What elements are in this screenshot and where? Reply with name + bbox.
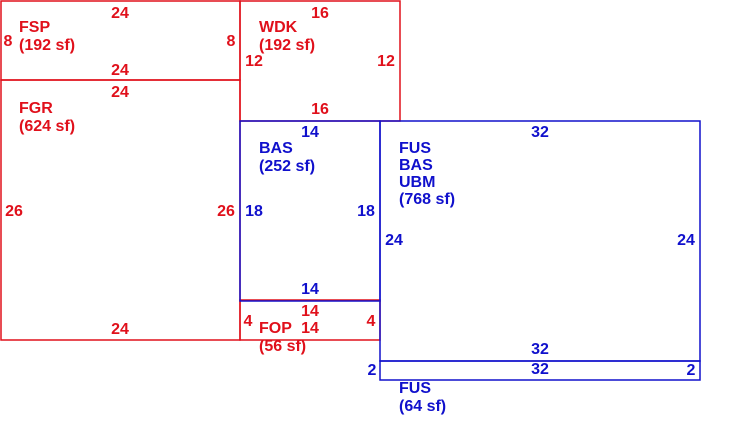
fus-main-left-dim: 24 <box>385 232 403 249</box>
fgr-top-dim: 24 <box>111 84 129 101</box>
fus-main-right-dim: 24 <box>677 232 695 249</box>
fsp-code: FSP <box>19 19 50 36</box>
fus-main-bottom-dim: 32 <box>531 341 549 358</box>
fgr-left-dim: 26 <box>5 203 23 220</box>
fgr-bottom-dim: 24 <box>111 321 129 338</box>
fop-top-dim: 14 <box>301 303 319 320</box>
fsp-top-dim: 24 <box>111 5 129 22</box>
fus-small-left-dim: 2 <box>368 362 377 379</box>
fus-small-code: FUS <box>399 380 431 397</box>
wdk-bottom-dim: 16 <box>311 101 329 118</box>
wdk-top-dim: 16 <box>311 5 329 22</box>
fus-small-outline <box>379 360 701 381</box>
fsp-right-dim: 8 <box>227 33 236 50</box>
fop-code: FOP <box>259 320 292 337</box>
fop-bottom-dim: 14 <box>301 320 319 337</box>
fus-small-right-dim: 2 <box>687 362 696 379</box>
fgr-right-dim: 26 <box>217 203 235 220</box>
fsp-bottom-dim: 24 <box>111 62 129 79</box>
bas-area: (252 sf) <box>259 158 315 175</box>
bas-right-dim: 18 <box>357 203 375 220</box>
fop-right-dim: 4 <box>367 313 376 330</box>
fus-small-area: (64 sf) <box>399 398 446 415</box>
bas-top-dim: 14 <box>301 124 319 141</box>
blue-outlines <box>239 120 701 381</box>
wdk-code: WDK <box>259 19 298 36</box>
fus-main-code-1: FUS <box>399 140 431 157</box>
fus-main-code-2: BAS <box>399 157 433 174</box>
wdk-area: (192 sf) <box>259 37 315 54</box>
fgr-area: (624 sf) <box>19 118 75 135</box>
bas-code: BAS <box>259 140 293 157</box>
wdk-right-dim: 12 <box>377 53 395 70</box>
fsp-area: (192 sf) <box>19 37 75 54</box>
fsp-left-dim: 8 <box>4 33 13 50</box>
bas-bottom-dim: 14 <box>301 281 319 298</box>
fgr-code: FGR <box>19 100 53 117</box>
fus-main-area: (768 sf) <box>399 191 455 208</box>
fop-left-dim: 4 <box>244 313 253 330</box>
wdk-left-dim: 12 <box>245 53 263 70</box>
fus-main-top-dim: 32 <box>531 124 549 141</box>
fop-area: (56 sf) <box>259 338 306 355</box>
fus-small-top-dim: 32 <box>531 361 549 378</box>
fus-main-code-3: UBM <box>399 174 435 191</box>
bas-left-dim: 18 <box>245 203 263 220</box>
